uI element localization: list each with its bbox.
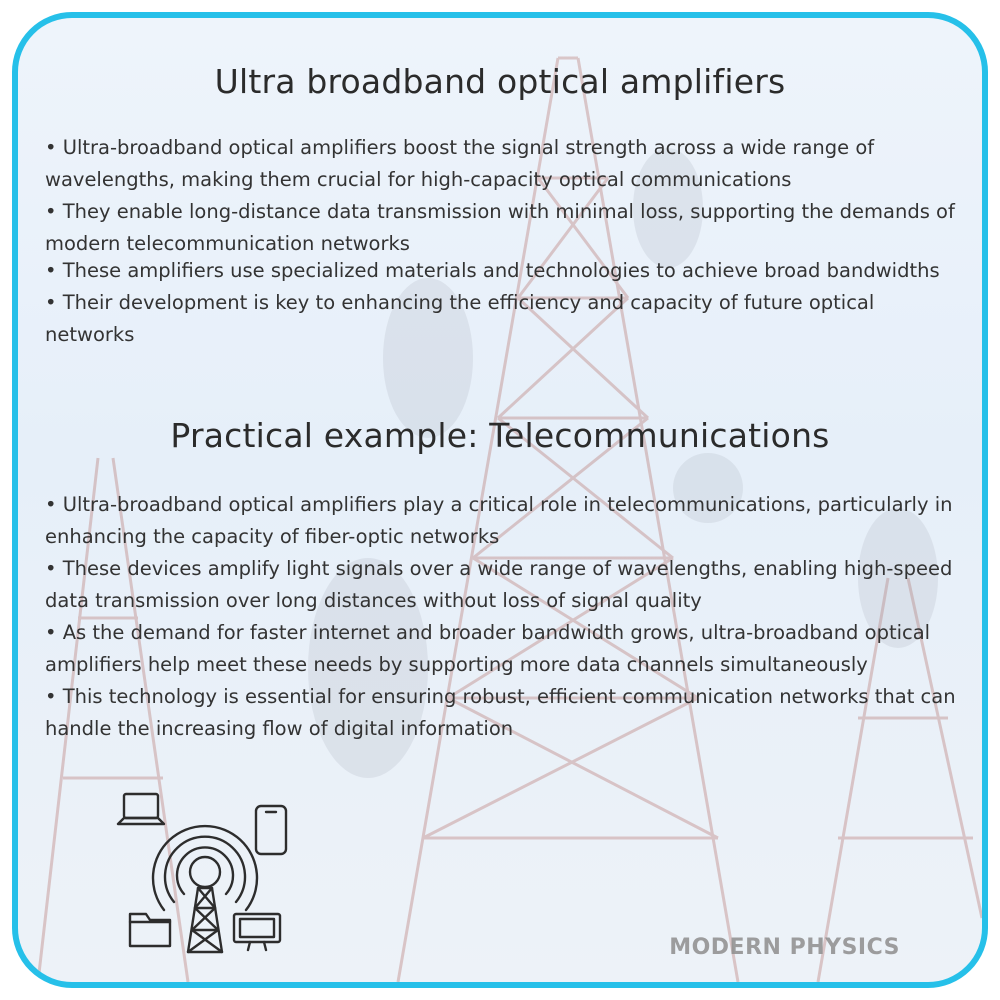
monitor-icon <box>232 912 282 952</box>
telecom-tower-background <box>36 56 982 982</box>
folder-icon <box>128 912 172 948</box>
amplifiers-bullet-list: • Ultra-broadband optical amplifiers boo… <box>45 132 965 351</box>
laptop-icon <box>116 792 166 826</box>
list-item: • Ultra-broadband optical amplifiers boo… <box>45 136 875 191</box>
list-item: • Ultra-broadband optical amplifiers pla… <box>45 493 953 548</box>
list-item: • These devices amplify light signals ov… <box>45 557 953 612</box>
brand-watermark: MODERN PHYSICS <box>669 935 900 960</box>
list-item: • These amplifiers use specialized mater… <box>45 259 940 282</box>
list-item: • As the demand for faster internet and … <box>45 621 931 676</box>
section-title-amplifiers: Ultra broadband optical amplifiers <box>214 62 786 101</box>
smartphone-icon <box>254 804 288 856</box>
list-item: • This technology is essential for ensur… <box>45 685 956 740</box>
list-item: • Their development is key to enhancing … <box>45 291 875 346</box>
telecom-bullet-list: • Ultra-broadband optical amplifiers pla… <box>45 489 965 745</box>
section-title-practical-example: Practical example: Telecommunications <box>170 416 830 455</box>
info-card: Ultra broadband optical amplifiers • Ult… <box>12 12 988 988</box>
radio-tower-icon <box>186 886 224 954</box>
signal-waves-icon <box>151 824 259 912</box>
telecom-tower-icon <box>116 792 288 954</box>
list-item: • They enable long-distance data transmi… <box>45 200 955 255</box>
